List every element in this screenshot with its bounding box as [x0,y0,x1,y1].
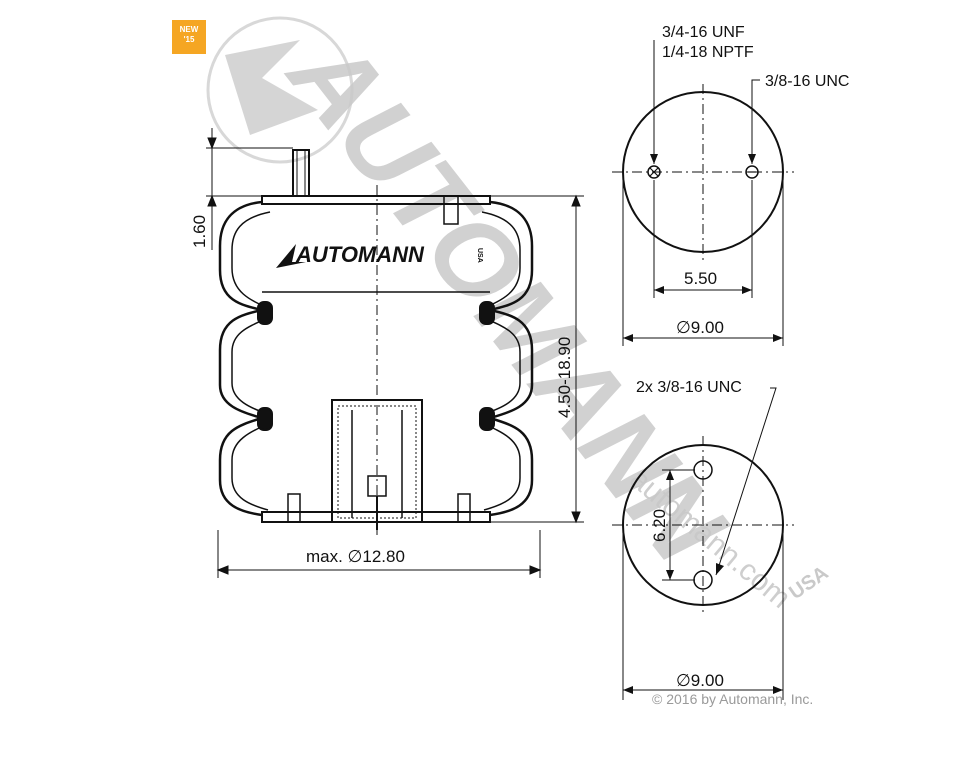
top-bolt [443,195,459,225]
bottom-dim-diameter-label: ∅9.00 [676,671,724,690]
girdle-ring-lower [257,407,273,431]
top-dim-diameter-label: ∅9.00 [676,318,724,337]
dim-height-range-label: 4.50-18.90 [555,337,574,418]
top-callout-right: 3/8-16 UNC [765,73,849,90]
top-view [612,40,794,346]
girdle-ring-lower-right [479,407,495,431]
dim-stud-height [206,128,293,250]
new-badge: NEW '15 [172,20,206,54]
girdle-ring-upper-right [479,301,495,325]
dim-height-range [490,194,584,524]
watermark-circle [206,16,354,164]
dim-stud-height-label: 1.60 [190,215,209,248]
side-view [218,149,534,535]
top-dim-spacing-label: 5.50 [684,269,717,288]
watermark-suffix: USA [785,562,832,604]
bottom-view [612,387,794,700]
stud-hole [745,165,759,179]
bottom-bolt-right [457,493,471,523]
logo-suffix: USA [476,248,483,263]
dim-max-diameter-label: max. ∅12.80 [306,547,405,566]
bellows-logo: AUTOMANN USA [276,242,483,268]
bottom-bolt-left [287,493,301,523]
bottom-dim-spacing-label: 6.20 [650,509,669,542]
dim-max-diameter [216,530,542,578]
air-fitting-hole [647,165,661,179]
logo-mark-icon [276,244,306,268]
badge-line1: NEW [179,25,199,34]
bellows-inner [231,211,521,511]
girdle-ring-upper [257,301,273,325]
top-callout-line1: 3/4-16 UNF [662,24,745,41]
watermark-logo-mark [225,40,318,135]
copyright: © 2016 by Automann, Inc. [652,691,813,707]
logo-text: AUTOMANN [295,242,425,267]
bellows-outline [218,200,534,517]
top-plate [261,195,491,205]
bottom-callout: 2x 3/8-16 UNC [636,379,742,396]
top-callout-line2: 1/4-18 NPTF [662,44,754,61]
badge-line2: '15 [183,35,195,44]
